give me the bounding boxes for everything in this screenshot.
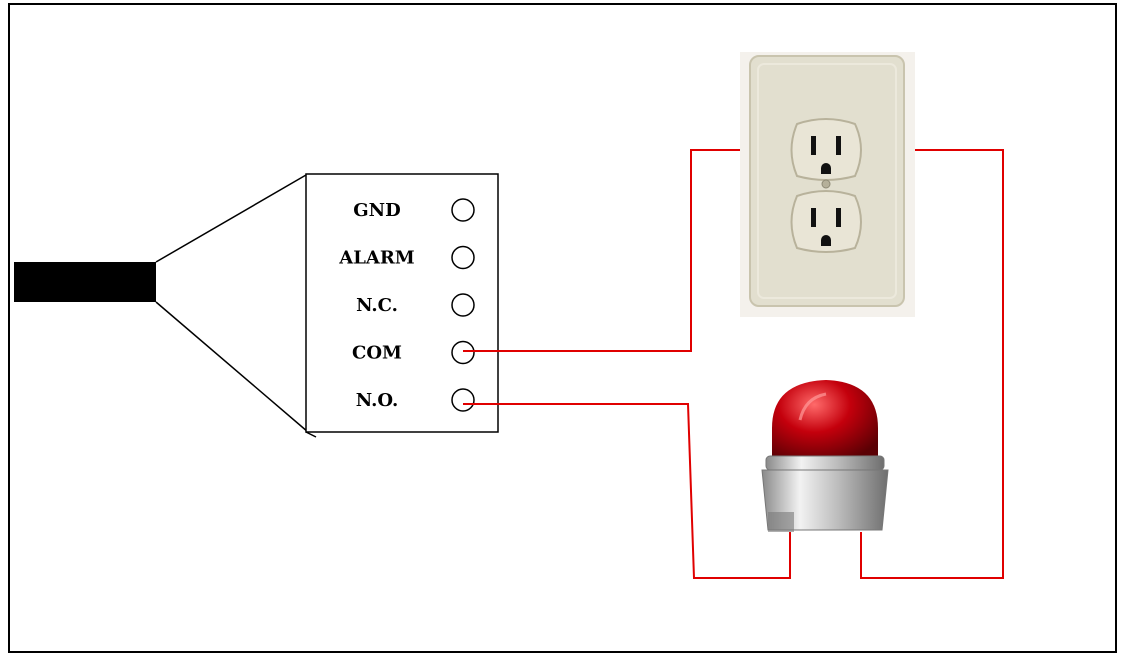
terminal-label: N.O. <box>356 390 398 411</box>
lamp-collar <box>765 455 885 471</box>
terminal-nc: N.C. <box>356 293 475 317</box>
terminal-block: GND ALARM N.C. COM N.O. <box>305 173 499 438</box>
terminal-label: GND <box>353 200 400 221</box>
terminal-screw-icon <box>451 340 475 365</box>
terminal-screw-icon <box>451 293 475 317</box>
lamp-base-shadow <box>768 512 794 532</box>
terminal-gnd: GND <box>353 198 475 222</box>
receptacle-slot-right <box>836 208 841 227</box>
lamp-dome <box>772 380 878 462</box>
terminal-screw-icon <box>451 198 475 222</box>
outlet-screw-icon <box>821 179 831 189</box>
lamp-highlight <box>798 392 827 421</box>
outlet-receptacle-top <box>790 118 862 181</box>
duplex-outlet-icon <box>740 52 915 317</box>
terminal-alarm: ALARM <box>338 245 475 270</box>
terminal-screw-icon <box>451 245 475 270</box>
receptacle-ground-hole <box>821 235 831 246</box>
outlet-receptacle-bottom <box>790 190 862 253</box>
cable-body <box>14 262 156 302</box>
wire-no-to-lamp <box>463 403 791 579</box>
cable-icon <box>14 174 309 433</box>
terminal-label: ALARM <box>338 248 415 269</box>
terminal-screw-icon <box>451 388 475 412</box>
receptacle-ground-hole <box>821 163 831 174</box>
cable-fan-bottom <box>155 301 309 433</box>
terminal-label: N.C. <box>356 295 398 316</box>
diagram-frame <box>8 3 1117 653</box>
receptacle-slot-left <box>811 208 816 227</box>
cable-fan-top <box>155 174 307 263</box>
terminal-label: COM <box>352 343 402 364</box>
receptacle-face <box>790 190 862 253</box>
outlet-plate-bevel <box>757 63 897 299</box>
receptacle-face <box>790 118 862 181</box>
terminal-block-corner <box>305 431 317 438</box>
receptacle-slot-right <box>836 136 841 155</box>
terminal-com: COM <box>352 340 475 365</box>
receptacle-slot-left <box>811 136 816 155</box>
wires <box>463 149 1004 579</box>
terminal-no: N.O. <box>356 388 475 412</box>
wire-outlet-to-lamp <box>840 149 1004 579</box>
red-beacon-lamp-icon <box>761 380 889 532</box>
